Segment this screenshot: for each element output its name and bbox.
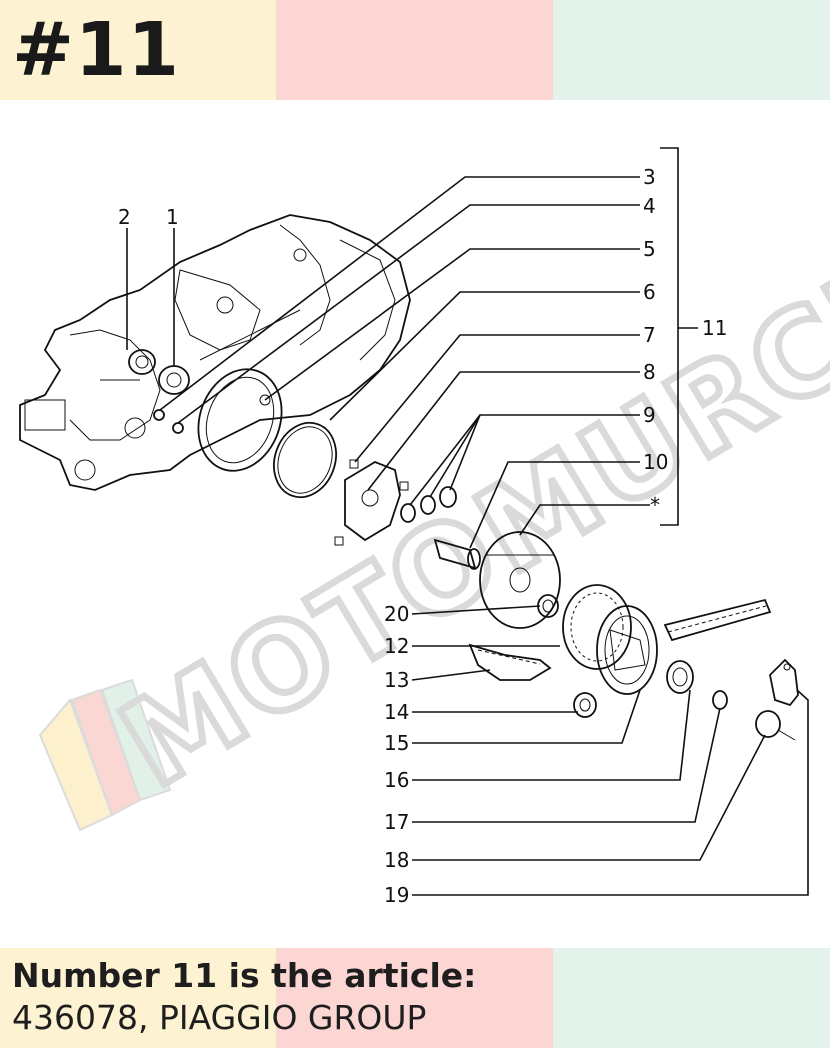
article-caption-reference: 436078, PIAGGIO GROUP: [12, 998, 427, 1037]
callout-13: 13: [384, 668, 409, 692]
part-9-rollers: [400, 486, 457, 523]
header-band-pink: [276, 0, 553, 100]
callout-3: 3: [643, 165, 656, 189]
callout-19: 19: [384, 883, 409, 907]
callout-18: 18: [384, 848, 409, 872]
part-14-nut: [573, 692, 597, 718]
callout-10: 10: [643, 450, 668, 474]
callout-17: 17: [384, 810, 409, 834]
part-6-oring: [273, 421, 337, 499]
article-caption-heading: Number 11 is the article:: [12, 956, 477, 995]
part-screws: [153, 409, 184, 434]
part-12-sprocket: [562, 584, 632, 670]
footer-band-pink: [276, 948, 553, 1048]
callout-asterisk: *: [650, 493, 660, 517]
part-15-clutch: [596, 605, 658, 695]
callout-1: 1: [166, 205, 179, 229]
part-19-gasket: [769, 658, 799, 707]
callout-6: 6: [643, 280, 656, 304]
callout-4: 4: [643, 194, 656, 218]
callout-15: 15: [384, 731, 409, 755]
header-band-mint: [553, 0, 830, 100]
footer-band-mint: [553, 948, 830, 1048]
engine-case: [19, 214, 411, 491]
part-18-gear: [755, 710, 796, 741]
watermark-logo: MOTOMURCIA: [38, 195, 830, 832]
part-2-gear: [128, 349, 156, 375]
callout-14: 14: [384, 700, 409, 724]
callout-20: 20: [384, 602, 409, 626]
footer-color-band: [0, 948, 830, 1048]
part-17-washer: [712, 690, 728, 710]
part-13-belt: [468, 643, 552, 681]
footer-band-yellow: [0, 948, 276, 1048]
exploded-parts-diagram: MOTOMURCIA: [19, 147, 830, 907]
header-color-band: [0, 0, 830, 100]
page-title: #11: [12, 7, 180, 93]
callout-7: 7: [643, 323, 656, 347]
header-band-yellow: [0, 0, 276, 100]
part-10-sleeve: [433, 538, 481, 570]
callout-12: 12: [384, 634, 409, 658]
callout-9: 9: [643, 403, 656, 427]
part-drive-belt: [663, 598, 772, 642]
part-ramp-plate: [334, 459, 409, 546]
part-1-bushing: [158, 365, 190, 395]
part-5-cover: [197, 368, 283, 472]
callout-16: 16: [384, 768, 409, 792]
callout-5: 5: [643, 237, 656, 261]
leader-lines: [126, 147, 809, 896]
part-16-bearing: [666, 660, 694, 694]
part-11-pulley: [479, 531, 561, 629]
callout-labels: 1 2 3 4 5 6 7 8 9 10 11 12 13 14 15 16 1…: [118, 165, 727, 907]
callout-8: 8: [643, 360, 656, 384]
callout-2: 2: [118, 205, 131, 229]
callout-11: 11: [702, 316, 727, 340]
